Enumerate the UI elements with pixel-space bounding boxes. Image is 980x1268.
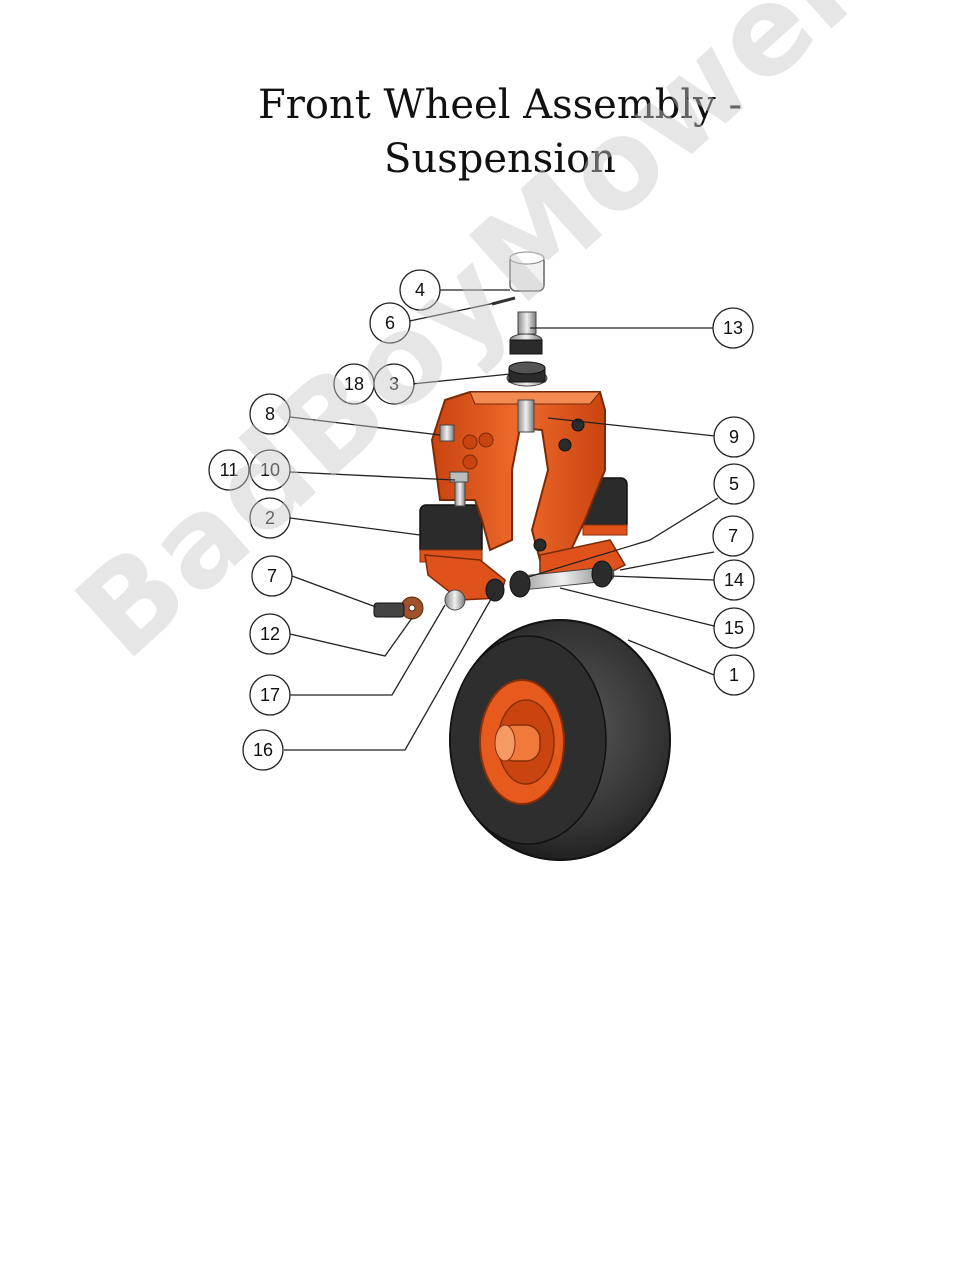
callout-3[interactable]: 3 [373,363,415,405]
title-line-1: Front Wheel Assembly - [257,82,742,128]
callout-label: 12 [260,624,280,644]
callout-9[interactable]: 9 [713,416,755,458]
callout-13[interactable]: 13 [712,307,754,349]
callout-6[interactable]: 6 [369,302,411,344]
title-line-2: Suspension [384,136,616,182]
callout-11[interactable]: 11 [208,449,250,491]
callout-label: 13 [723,318,743,338]
callout-8[interactable]: 8 [249,393,291,435]
callout-18[interactable]: 18 [333,363,375,405]
king-pin-stack [491,251,548,433]
page-title: Front Wheel Assembly - Suspension [0,78,980,186]
callout-label: 8 [265,404,275,424]
callout-label: 7 [728,526,738,546]
wheel-tire [449,619,671,861]
callout-1[interactable]: 1 [713,654,755,696]
callout-label: 17 [260,685,280,705]
callout-label: 14 [724,570,744,590]
callout-label: 1 [729,665,739,685]
callout-label: 16 [253,740,273,760]
callout-label: 7 [267,566,277,586]
callout-label: 4 [415,280,425,300]
callout-17[interactable]: 17 [249,674,291,716]
callout-label: 2 [265,508,275,528]
callout-label: 10 [260,460,280,480]
callout-label: 9 [729,427,739,447]
callout-label: 15 [724,618,744,638]
callout-label: 6 [385,313,395,333]
callout-14[interactable]: 14 [713,559,755,601]
leader-lines [284,289,719,751]
callout-12[interactable]: 12 [249,613,291,655]
callout-16[interactable]: 16 [242,729,284,771]
callout-label: 5 [729,474,739,494]
callout-10[interactable]: 10 [249,449,291,491]
callout-2[interactable]: 2 [249,497,291,539]
callout-label: 11 [220,460,239,480]
callout-4[interactable]: 4 [399,269,441,311]
callouts: 4 6 13 18 3 8 9 11 10 5 2 7 7 14 15 12 1… [208,269,755,771]
callout-7-right[interactable]: 7 [712,515,754,557]
callout-label: 18 [344,374,364,394]
callout-15[interactable]: 15 [713,607,755,649]
axle-bolt-hardware [373,424,615,620]
callout-label: 3 [389,374,399,394]
callout-5[interactable]: 5 [713,463,755,505]
callout-7-left[interactable]: 7 [251,555,293,597]
